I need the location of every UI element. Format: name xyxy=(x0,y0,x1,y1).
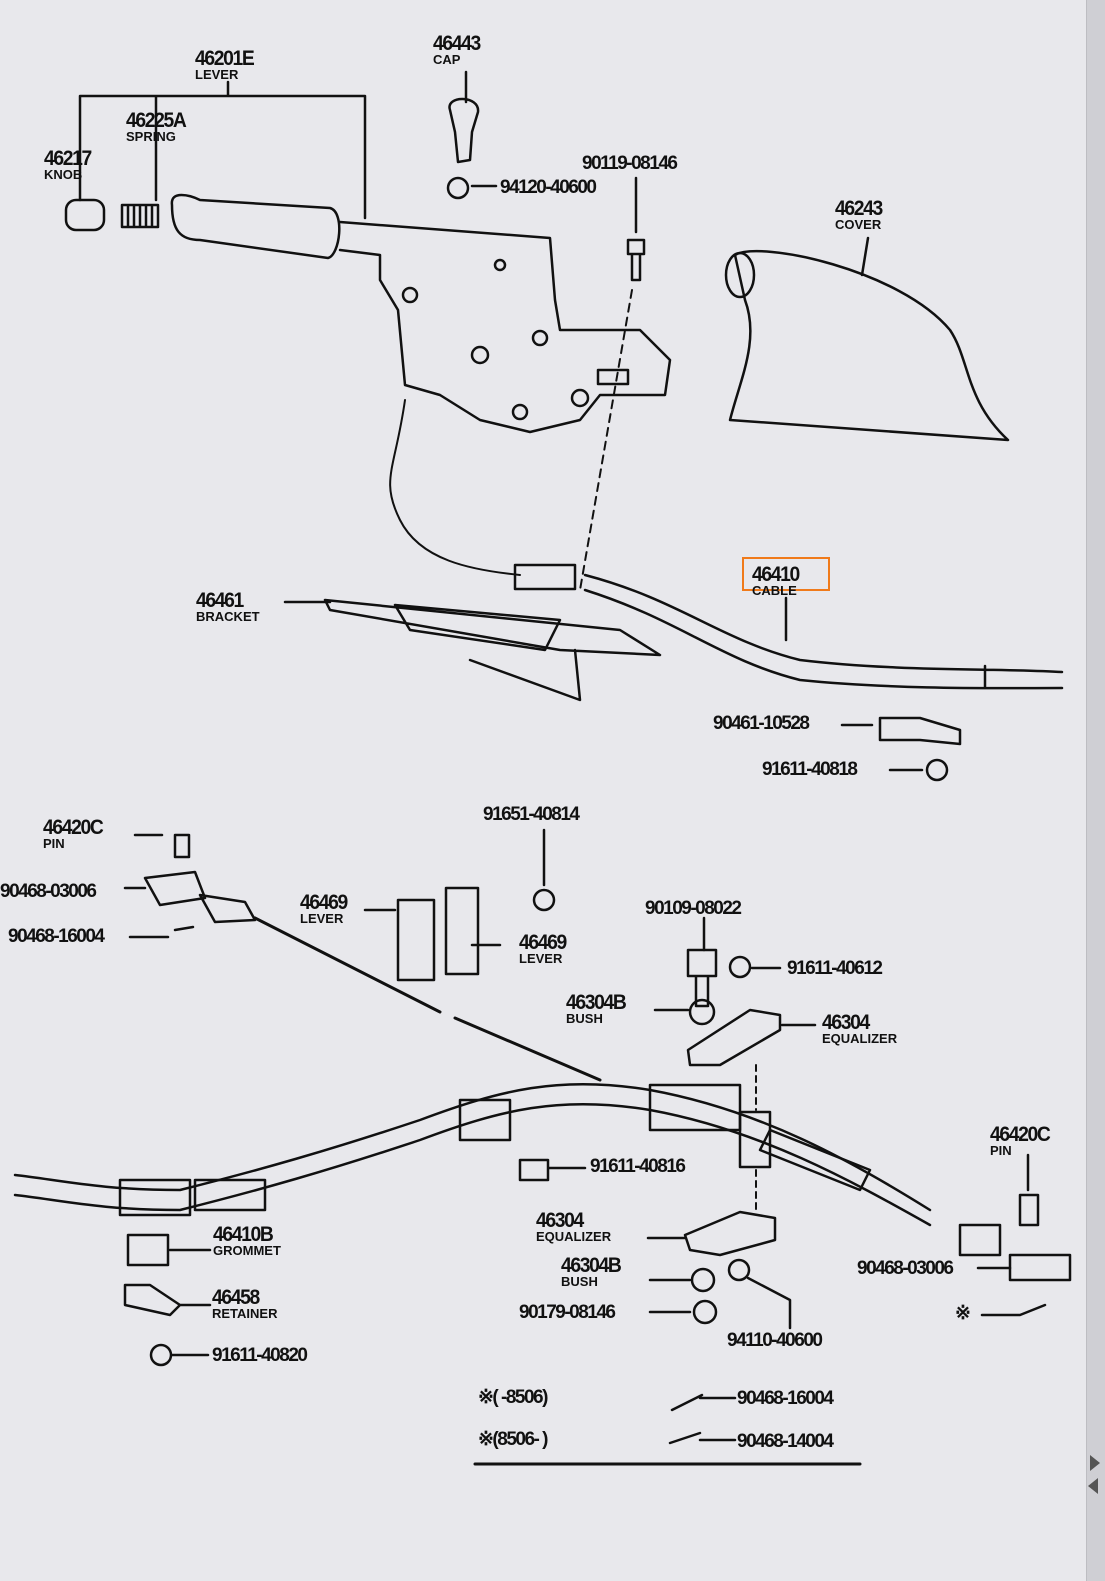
part-label[interactable]: 91611-40820 xyxy=(212,1345,308,1366)
retainer-icon xyxy=(123,1283,212,1317)
expand-arrow-icon[interactable] xyxy=(1090,1455,1100,1471)
nut-n-icon xyxy=(446,176,470,200)
bolt-icon xyxy=(626,238,646,282)
lever-body xyxy=(338,220,672,434)
part-label[interactable]: 91611-40818 xyxy=(762,759,858,780)
part-label[interactable]: 90468-03006 xyxy=(857,1258,954,1279)
cap-icon xyxy=(448,97,480,164)
highlight-box xyxy=(742,557,830,591)
legend-range: ※(8506- ) xyxy=(478,1429,548,1450)
side-scrollbar[interactable] xyxy=(1086,0,1105,1581)
grommet-icon xyxy=(126,1233,212,1267)
part-label[interactable]: 90179-08146 xyxy=(519,1302,616,1323)
part-label[interactable]: 91611-40816 xyxy=(590,1156,686,1177)
star-marker: ※ xyxy=(955,1303,971,1324)
knob-icon xyxy=(64,198,106,232)
collapse-arrow-icon[interactable] xyxy=(1088,1478,1098,1494)
part-label[interactable]: 94120-40600 xyxy=(500,177,597,198)
lever-bracket-lines xyxy=(78,80,367,220)
cable-fitting xyxy=(513,563,577,591)
part-label[interactable]: 90461-10528 xyxy=(713,713,810,734)
cable-end-fitting xyxy=(118,1178,267,1217)
legend-part[interactable]: 90468-16004 xyxy=(737,1388,834,1409)
equalizer-lower xyxy=(683,1210,777,1257)
rear-cable xyxy=(13,1082,932,1227)
clevis-icon xyxy=(143,870,207,907)
part-label[interactable]: 90109-08022 xyxy=(645,898,742,919)
cable-spring-right xyxy=(758,1128,872,1192)
part-label[interactable]: 91611-40612 xyxy=(787,958,883,979)
lever-grip xyxy=(170,193,341,260)
spring-icon xyxy=(120,203,160,229)
clip-icon xyxy=(878,716,962,746)
part-label[interactable]: 91651-40814 xyxy=(483,804,580,825)
legend-part[interactable]: 90468-14004 xyxy=(737,1431,834,1452)
part-label[interactable]: 90468-16004 xyxy=(8,926,105,947)
cover-icon xyxy=(728,249,1010,442)
cable-46410 xyxy=(583,573,1064,690)
part-label[interactable]: 94110-40600 xyxy=(727,1330,823,1351)
legend-range: ※( -8506) xyxy=(478,1387,548,1408)
bracket-icon xyxy=(323,598,662,702)
part-label[interactable]: 90468-03006 xyxy=(0,881,97,902)
lever-plates xyxy=(396,886,480,982)
part-label[interactable]: 90119-08146 xyxy=(582,153,678,174)
equalizer-upper xyxy=(686,1008,782,1067)
